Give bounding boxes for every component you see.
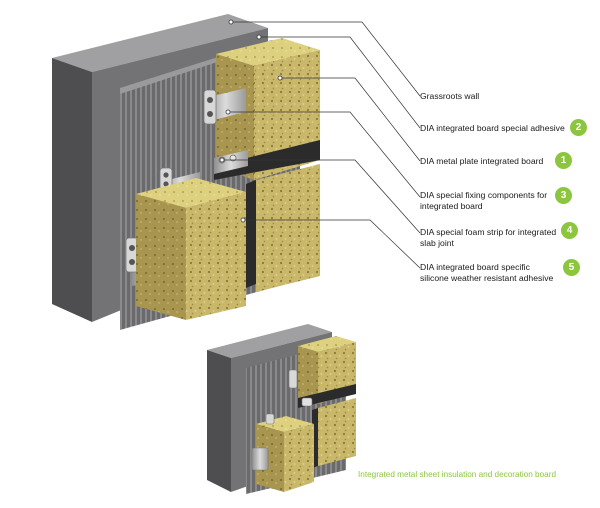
figure-caption: Integrated metal sheet insulation and de… bbox=[358, 470, 556, 479]
callout-fixing-components: DIA special fixing components for integr… bbox=[420, 190, 548, 211]
callout-silicone-adhesive: DIA integrated board specific silicone w… bbox=[420, 262, 554, 283]
front-insulation-board bbox=[136, 178, 246, 320]
leader-lines bbox=[222, 21, 421, 269]
right-lower-insulation-board bbox=[256, 164, 320, 292]
callout-special-adhesive: DIA integrated board special adhesive bbox=[420, 123, 565, 133]
callout-foam-strip: DIA special foam strip for integrated sl… bbox=[420, 227, 557, 248]
callout-metal-plate-board: DIA metal plate integrated board bbox=[420, 156, 544, 166]
badge-4: 4 bbox=[561, 222, 578, 239]
badge-5: 5 bbox=[563, 259, 580, 276]
main-wall-assembly bbox=[52, 14, 320, 330]
leader-dots bbox=[219, 19, 283, 223]
grassroots-wall-side bbox=[52, 58, 92, 322]
badge-3: 3 bbox=[555, 187, 572, 204]
callout-grassroots-wall: Grassroots wall bbox=[420, 91, 480, 101]
small-wall-assembly bbox=[207, 324, 356, 494]
foam-strip-vertical bbox=[246, 180, 256, 288]
grassroots-wall-top bbox=[52, 14, 268, 72]
badge-1: 1 bbox=[555, 152, 572, 169]
badge-2: 2 bbox=[570, 119, 587, 136]
